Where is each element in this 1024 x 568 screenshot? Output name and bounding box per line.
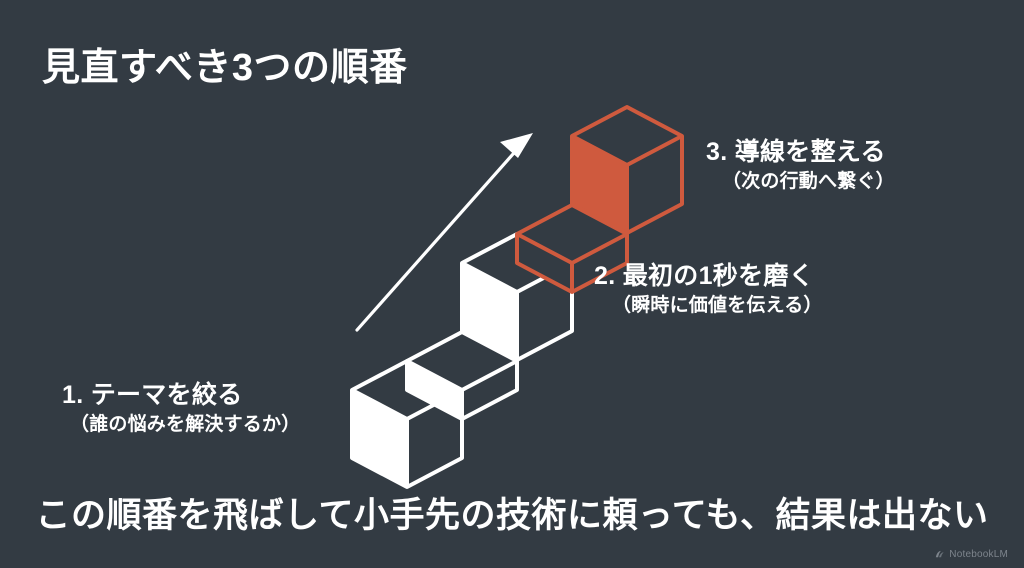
step-1-title: 1. テーマを絞る [62, 381, 243, 409]
growth-arrow-icon [355, 133, 533, 332]
notebooklm-icon [934, 549, 945, 560]
step-label-3: 3. 導線を整える （次の行動へ繋ぐ） [706, 138, 895, 194]
step-1-subtitle: （誰の悩みを解決するか） [70, 413, 301, 435]
step-label-2: 2. 最初の1秒を磨く （瞬時に価値を伝える） [594, 262, 823, 318]
step-2-subtitle: （瞬時に価値を伝える） [612, 294, 823, 316]
bottom-message: この順番を飛ばして小手先の技術に頼っても、結果は出ない [35, 496, 989, 535]
step-label-1: 1. テーマを絞る （誰の悩みを解決するか） [62, 381, 300, 437]
step-3-subtitle: （次の行動へ繋ぐ） [722, 170, 895, 192]
page-title: 見直すべき3つの順番 [42, 47, 408, 89]
step-3-title: 3. 導線を整える [706, 138, 886, 166]
watermark-label: NotebookLM [949, 549, 1008, 560]
block-step-3 [570, 105, 684, 235]
watermark: NotebookLM [934, 549, 1008, 560]
step-2-title: 2. 最初の1秒を磨く [594, 262, 814, 290]
